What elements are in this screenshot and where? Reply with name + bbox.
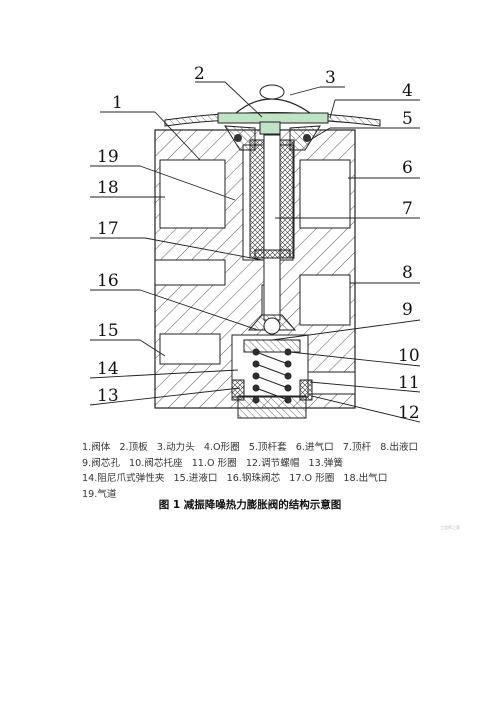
callout-3: 3 (325, 68, 336, 88)
callout-11: 11 (398, 373, 420, 393)
callout-17: 17 (97, 219, 119, 239)
callout-9: 9 (402, 300, 413, 320)
legend-item: 6.进气口 (295, 442, 334, 453)
legend-item: 3.动力头 (156, 442, 195, 453)
callout-15: 15 (97, 321, 119, 341)
power-head (164, 84, 381, 151)
legend-item: 5.顶杆套 (248, 442, 287, 453)
legend-item: 19.气道 (82, 488, 117, 500)
legend-item: 17.O 形圈 (289, 473, 335, 484)
legend-item: 9.阀芯孔 (82, 457, 120, 469)
rod-sleeve (249, 134, 295, 321)
legend-item: 16.钢珠阀芯 (226, 473, 281, 484)
legend-item: 1.阀体 (82, 442, 111, 453)
legend-item: 12.调节螺帽 (245, 457, 300, 469)
callout-6: 6 (402, 158, 413, 178)
legend-item: 8.出液口 (380, 442, 419, 453)
callout-4: 4 (402, 81, 413, 101)
legend-item: 13.弹簧 (308, 457, 343, 469)
callout-19: 19 (97, 147, 119, 167)
leader-lines (89, 81, 421, 423)
legend-item: 15.进液口 (173, 473, 218, 484)
callout-1: 1 (112, 93, 123, 113)
ball-valve-spring (231, 314, 313, 419)
callout-10: 10 (398, 346, 420, 366)
callout-14: 14 (97, 359, 119, 379)
legend-item: 18.出气口 (343, 473, 388, 484)
legend-item: 7.顶杆 (342, 442, 372, 453)
callout-8: 8 (402, 263, 413, 283)
callout-13: 13 (97, 386, 119, 406)
legend-item: 10.阀芯托座 (129, 457, 183, 469)
legend-item: 11.O 形圈 (191, 457, 237, 469)
figure-caption: 图 1 减振降噪热力膨胀阀的结构示意图 (158, 499, 342, 511)
legend-item: 2.顶板 (119, 442, 148, 453)
valve-structure-diagram: 1 2 3 4 5 6 7 8 9 10 11 12 13 14 15 16 1… (89, 64, 421, 423)
callout-16: 16 (97, 271, 119, 291)
callout-18: 18 (97, 178, 119, 198)
legend-item: 4.O形圈 (203, 442, 240, 453)
callout-labels: 1 2 3 4 5 6 7 8 9 10 11 12 13 14 15 16 1… (97, 64, 420, 423)
legend-item: 14.阻尼爪式弹性夹 (82, 473, 165, 484)
parts-legend: 1.阀体 2.顶板 3.动力头 4.O形圈 5.顶杆套 6.进气口 7.顶杆 8… (82, 440, 427, 502)
callout-12: 12 (398, 403, 420, 423)
callout-5: 5 (402, 109, 413, 129)
callout-7: 7 (402, 199, 413, 219)
watermark: 工程师之家 (440, 525, 460, 530)
callout-2: 2 (194, 64, 205, 84)
